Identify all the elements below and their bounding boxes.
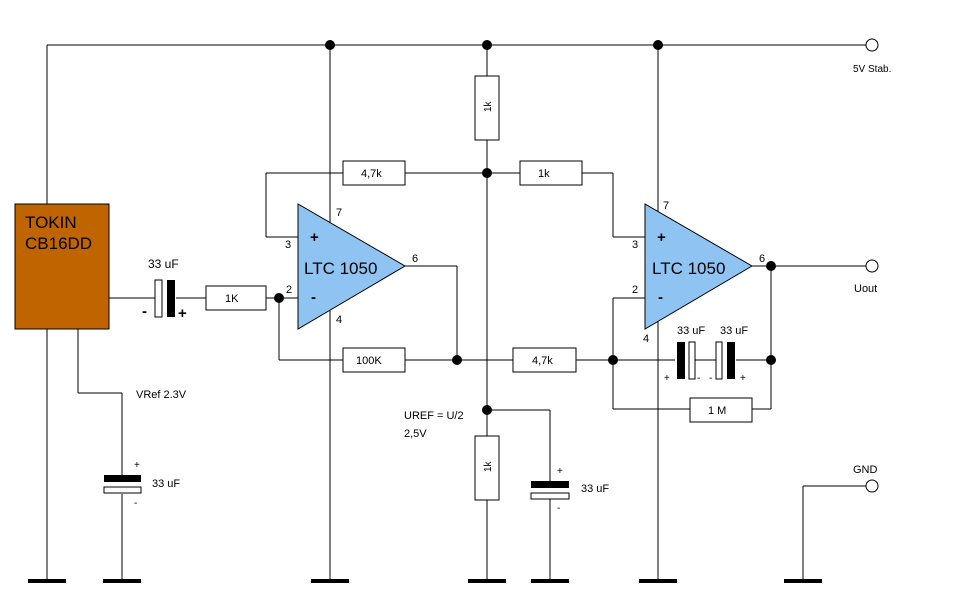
opamp-1-pin-plus: 3 (285, 239, 291, 251)
ground-label: GND (853, 464, 878, 476)
sensor-name-line2: CB16DD (25, 234, 92, 253)
terminals (865, 38, 879, 493)
resistor-feedback-1-value: 100K (356, 355, 382, 367)
capacitor-uref-minus: - (557, 503, 560, 514)
uref-label: UREF = U/2 (404, 410, 464, 422)
junction-dot (482, 40, 492, 50)
opamp-2-triangle (644, 203, 753, 330)
output-label: Uout (854, 283, 877, 295)
resistor-input-value: 1K (225, 293, 239, 305)
ground-bar (103, 579, 141, 583)
resistor-divider-bottom: 1k (474, 435, 500, 501)
opamp-2-pin-minus: 2 (632, 284, 638, 296)
opamp-2-pin-vminus: 4 (643, 333, 649, 345)
resistor-feedback-2-value: 4,7k (532, 355, 553, 367)
ground-symbols (28, 579, 822, 583)
opamp-1-triangle (297, 203, 406, 330)
junction-dot (452, 355, 462, 365)
terminal-supply[interactable] (865, 38, 879, 52)
opamp-2-plus-sign: + (657, 229, 666, 246)
resistor-divider-top-value: 1k (483, 100, 494, 112)
capacitor-feedback-b: 33 uF - + (709, 325, 748, 384)
capacitors: 33 uF - + + - 33 uF + - 33 uF 33 uF + - (103, 257, 748, 514)
ground-bar (311, 579, 349, 583)
uref-voltage-label: 2,5V (404, 428, 427, 440)
resistor-feedback-out: 1 M (689, 397, 753, 423)
resistor-input: 1K (205, 285, 267, 311)
resistors: 1k 1k 4,7k 1k 1K 100K 4,7k (205, 75, 753, 501)
opamp-1-pin-vminus: 4 (336, 314, 342, 326)
sensor-body (14, 203, 110, 330)
capacitor-uref-plus: + (557, 466, 563, 477)
resistor-series-top-value: 1k (538, 168, 550, 180)
ground-bar (784, 579, 822, 583)
capacitor-input-plus: + (178, 305, 187, 322)
junction-dot (482, 168, 492, 178)
sensor-name-line1: TOKIN (25, 213, 77, 232)
opamp-1: LTC 1050 + - 3 2 7 4 6 (285, 203, 418, 330)
supply-label: 5V Stab. (853, 64, 891, 75)
junction-dot (766, 355, 776, 365)
opamp-1-pin-out: 6 (412, 253, 418, 265)
resistor-feedback-top-value: 4,7k (361, 168, 382, 180)
resistor-series-top: 1k (519, 160, 583, 186)
opamp-2-pin-vplus: 7 (663, 200, 669, 212)
capacitor-vref-plus: + (134, 460, 140, 471)
opamp-1-label: LTC 1050 (304, 259, 377, 278)
opamp-2: LTC 1050 + - 3 2 7 4 6 (632, 200, 765, 345)
opamp-2-pin-out: 6 (759, 253, 765, 265)
junction-dot (608, 355, 618, 365)
capacitor-input-value: 33 uF (148, 257, 179, 271)
vref-label: VRef 2.3V (136, 389, 187, 401)
resistor-feedback-out-value: 1 M (708, 405, 726, 417)
capacitor-feedback-b-minus: - (709, 373, 712, 384)
junction-dot (482, 405, 492, 415)
capacitor-vref-value: 33 uF (152, 478, 180, 490)
labels: 5V Stab. Uout GND VRef 2.3V UREF = U/2 2… (136, 64, 891, 476)
ground-bar (28, 579, 66, 583)
junction-dot (766, 261, 776, 271)
ground-bar (639, 579, 677, 583)
opamp-1-plus-sign: + (310, 229, 319, 246)
opamp-1-pin-vplus: 7 (336, 207, 342, 219)
resistor-divider-bottom-value: 1k (483, 460, 494, 472)
opamp-1-minus-sign: - (311, 289, 316, 306)
junctions (274, 40, 776, 415)
ground-bar (468, 579, 506, 583)
ground-bar (531, 579, 569, 583)
junction-dot (325, 40, 335, 50)
capacitor-uref-value: 33 uF (581, 483, 609, 495)
capacitor-feedback-a-value: 33 uF (677, 325, 705, 337)
junction-dot (653, 40, 663, 50)
capacitor-input-minus: - (142, 303, 147, 320)
opamp-2-pin-plus: 3 (632, 239, 638, 251)
capacitor-feedback-b-plus: + (740, 373, 746, 384)
opamp-2-label: LTC 1050 (652, 259, 725, 278)
capacitor-feedback-a-minus: - (697, 373, 700, 384)
opamp-1-pin-minus: 2 (286, 284, 292, 296)
junction-dot (274, 293, 284, 303)
capacitor-input: 33 uF - + (142, 257, 187, 322)
terminal-output[interactable] (865, 259, 879, 273)
terminal-ground[interactable] (865, 479, 879, 493)
resistor-feedback-2: 4,7k (512, 347, 577, 373)
capacitor-feedback-a-plus: + (664, 373, 670, 384)
resistor-divider-top: 1k (474, 75, 500, 141)
capacitor-uref: + - 33 uF (530, 466, 609, 514)
tokin-sensor: TOKIN CB16DD (14, 203, 110, 330)
capacitor-feedback-a: 33 uF + - (664, 325, 705, 384)
capacitor-feedback-b-value: 33 uF (720, 325, 748, 337)
capacitor-vref: + - 33 uF (103, 460, 180, 509)
capacitor-vref-minus: - (134, 498, 137, 509)
resistor-feedback-top: 4,7k (342, 160, 406, 186)
opamp-2-minus-sign: - (658, 289, 663, 306)
resistor-feedback-1: 100K (342, 347, 406, 373)
